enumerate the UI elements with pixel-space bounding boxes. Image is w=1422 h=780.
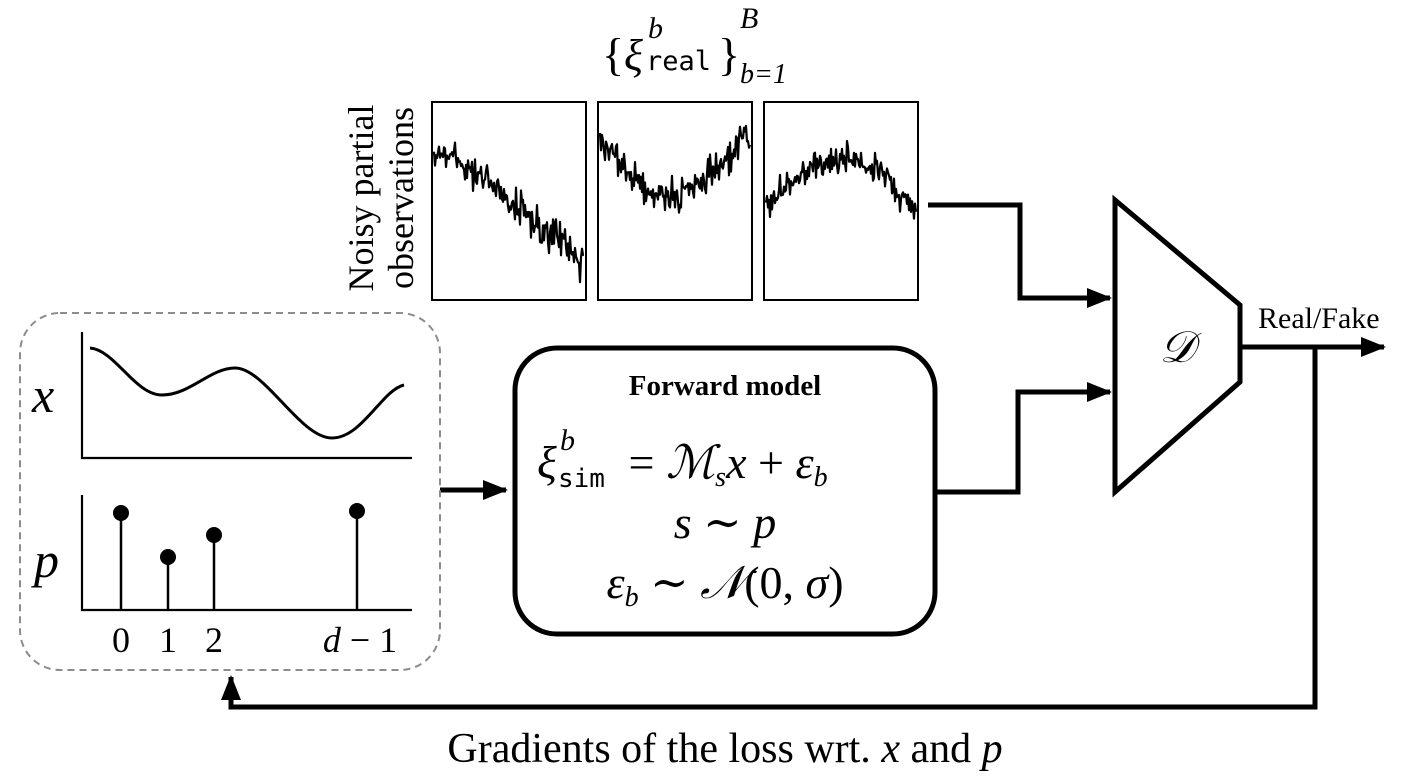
eq2-s: s [674, 497, 692, 548]
eq3-args: (0, [744, 557, 805, 608]
eq1-measurement-op: ℳ [666, 437, 721, 488]
x-variable-label: x [31, 367, 54, 423]
set-upper-limit: B [740, 2, 758, 35]
forward-eq1-rhs: = ℳsx + εb [617, 437, 828, 493]
sim-superscript-b: b [560, 424, 575, 457]
p-tick-last-d: d [323, 620, 342, 660]
set-close-brace: } [718, 29, 740, 80]
signal-panel-frame [19, 312, 441, 671]
sim-subscript: sim [558, 464, 605, 494]
observation-panel-1 [431, 101, 587, 301]
eq1-equals: = [617, 437, 666, 488]
p-stem-0 [113, 505, 129, 610]
p-plot-axes [80, 495, 412, 612]
gradient-caption-p: p [979, 726, 1003, 772]
real-fake-label: Real/Fake [1258, 302, 1380, 335]
p-stem-last-dot [349, 503, 365, 519]
gradient-feedback-arrow [221, 347, 1318, 710]
p-stem-0-dot [113, 505, 129, 521]
p-stem-1 [160, 549, 176, 610]
set-open-brace: { [602, 29, 624, 80]
p-tick-2: 2 [205, 620, 223, 660]
real-superscript-b: b [648, 12, 663, 45]
simulated-samples-arrow [937, 382, 1113, 495]
forward-eq2: s ∼ p [674, 497, 776, 548]
gradient-caption-pre: Gradients of the loss wrt. [447, 726, 881, 772]
real-xi-symbol: ξ [624, 31, 643, 80]
forward-model-box: Forward model ξ b sim = ℳsx + εb s ∼ p ε… [512, 345, 938, 637]
p-tick-1: 1 [159, 620, 177, 660]
p-variable-label: p [31, 532, 59, 588]
real-samples-notation: { ξ b real } B b=1 [602, 2, 787, 90]
p-tick-last-rest: − 1 [341, 620, 397, 660]
eq1-epsilon: ε [795, 437, 814, 488]
eq2-tilde: ∼ [692, 497, 754, 548]
p-stem-1-dot [160, 549, 176, 565]
observation-trace-3 [764, 139, 918, 220]
eq2-p: p [750, 497, 776, 548]
gradient-caption: Gradients of the loss wrt. x and p [447, 726, 1002, 772]
observation-panel-1-frame [431, 101, 587, 301]
p-tick-0: 0 [112, 620, 130, 660]
observation-panel-3-frame [763, 101, 919, 301]
eq1-epsilon-sub: b [814, 462, 828, 493]
observation-trace-1 [432, 141, 585, 284]
observation-panel-2 [597, 101, 753, 301]
p-stem-last [349, 503, 365, 610]
gradient-caption-and: and [900, 726, 982, 772]
eq1-measurement-sub: s [715, 462, 726, 493]
eq1-x: x [725, 437, 747, 488]
forward-model-frame [512, 345, 938, 637]
forward-model-title: Forward model [629, 370, 822, 402]
x-signal-curve [89, 346, 405, 440]
eq1-plus: + [746, 437, 795, 488]
p-tick-last: d − 1 [323, 620, 397, 660]
observation-panel-3 [763, 101, 919, 301]
observation-trace-2 [598, 124, 752, 214]
x-plot-axes [80, 332, 412, 460]
p-stem-2 [206, 527, 222, 610]
forward-eq3: εb ∼ 𝒩(0, σ) [606, 557, 843, 613]
set-lower-limit: b=1 [740, 59, 787, 90]
p-stem-2-dot [206, 527, 222, 543]
observations-label-line1: Noisy partial [341, 105, 381, 292]
p-distribution-plot: p 0 1 2 d − 1 [31, 495, 412, 660]
eq3-sigma: σ [806, 557, 831, 608]
eq3-close: ) [828, 557, 843, 608]
observations-label-line2: observations [381, 107, 421, 289]
eq3-epsilon: ε [606, 557, 625, 608]
discriminator: 𝒟 [1112, 194, 1243, 498]
eq3-epsilon-sub: b [625, 582, 639, 613]
gradient-caption-x: x [880, 726, 900, 772]
eq3-tilde: ∼ [639, 557, 701, 608]
x-signal-plot: x [31, 332, 412, 460]
sim-xi-symbol: ξ [537, 437, 557, 488]
observations-label: Noisy partial observations [341, 105, 421, 292]
real-subscript: real [646, 46, 711, 77]
real-samples-arrow [928, 202, 1113, 308]
discriminator-shape [1112, 194, 1243, 498]
